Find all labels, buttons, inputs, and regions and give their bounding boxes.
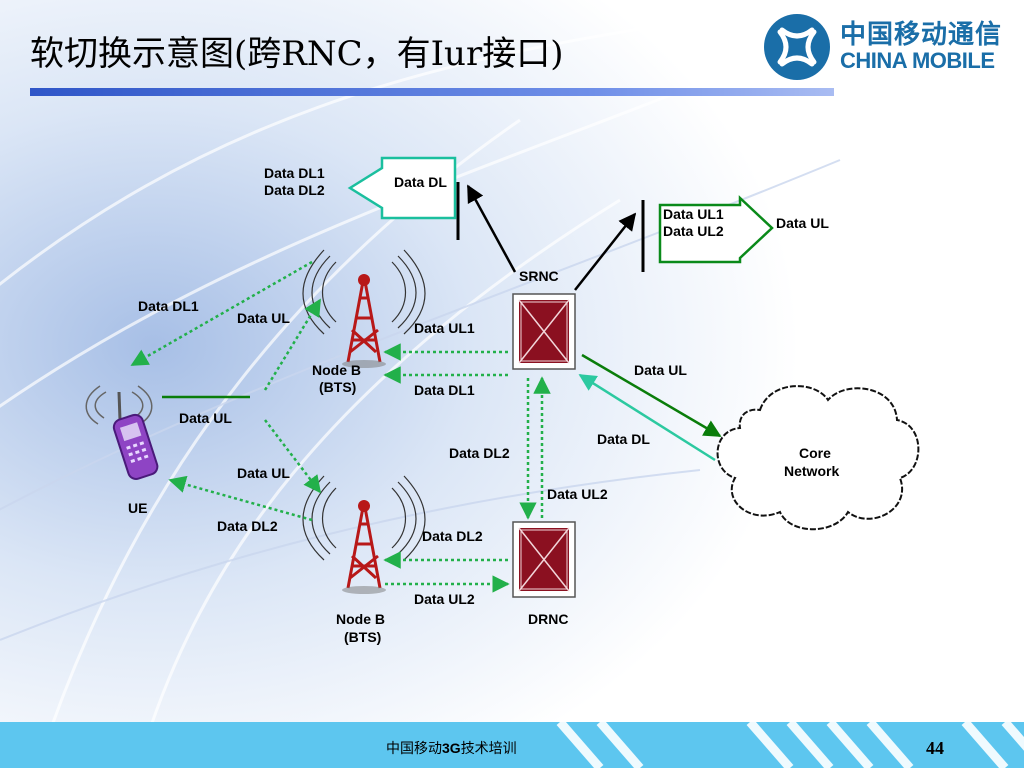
arrow-core-to-srnc-dl [578,373,716,462]
srnc-box [512,293,576,370]
label-ul2-combined: Data UL2 [663,223,724,239]
label-core-line1: Core [799,445,831,461]
node-b-tower-1 [302,249,426,368]
arrow-nb1-to-ue-dl1 [130,260,313,367]
label-core-srnc-dl: Data DL [597,431,650,447]
label-srnc-nb1-dl1: Data DL1 [414,382,475,398]
srnc-to-dl-splitter [466,184,517,273]
footer-stripes [556,722,1024,768]
label-data-ul-top: Data UL [776,215,829,231]
label-nb2-drnc-ul2: Data UL2 [414,591,475,607]
drnc-box [512,521,576,598]
title-underline [30,88,834,96]
label-nodeb1-line2: (BTS) [319,379,356,395]
node-b-tower-2 [302,475,426,594]
label-drnc-nb2-dl2: Data DL2 [422,528,483,544]
label-drnc: DRNC [528,611,568,627]
page-number: 44 [926,738,944,758]
label-nodeb2-line2: (BTS) [344,629,381,645]
label-ue-dl2: Data DL2 [217,518,278,534]
slide-title: 软切换示意图(跨RNC，有Iur接口) [30,34,564,74]
label-srnc-core-ul: Data UL [634,362,687,378]
label-srnc-drnc-dl2: Data DL2 [449,445,510,461]
logo-text-en: CHINA MOBILE [840,48,995,73]
label-ue-ul: Data UL [179,410,232,426]
label-nb1-srnc-ul1: Data UL1 [414,320,475,336]
label-nb1-ul: Data UL [237,310,290,326]
label-drnc-srnc-ul2: Data UL2 [547,486,608,502]
label-nodeb1-line1: Node B [312,362,361,378]
label-ul1-combined: Data UL1 [663,206,724,222]
label-srnc: SRNC [519,268,559,284]
arrow-nb2-to-ue-dl2 [168,475,313,522]
arrow-ue-to-nb2-ul [264,419,322,494]
label-nodeb2-line1: Node B [336,611,385,627]
footer-text: 中国移动3G技术培训 [386,738,517,758]
label-ue-dl1: Data DL1 [138,298,199,314]
label-dl1-combined: Data DL1 [264,165,325,181]
srnc-to-ul-combiner [574,212,637,291]
core-network-cloud [716,385,920,531]
arrow-srnc-to-core-ul [581,353,722,438]
footer-bold: 3G [442,740,461,756]
dl-combined-arrow [347,156,457,220]
label-ue: UE [128,500,147,516]
footer-suffix: 技术培训 [460,740,517,756]
label-data-dl-top: Data DL [394,174,447,190]
logo-text-cn: 中国移动通信 [840,20,1003,50]
label-core-line2: Network [784,463,839,479]
label-nb2-ul: Data UL [237,465,290,481]
label-dl2-combined: Data DL2 [264,182,325,198]
ue-phone-icon [85,385,159,480]
ul-combined-arrow [658,195,774,264]
china-mobile-logo: 中国移动通信 CHINA MOBILE [762,10,1012,82]
china-mobile-logo-icon [764,14,830,80]
footer-prefix: 中国移动 [386,740,442,756]
